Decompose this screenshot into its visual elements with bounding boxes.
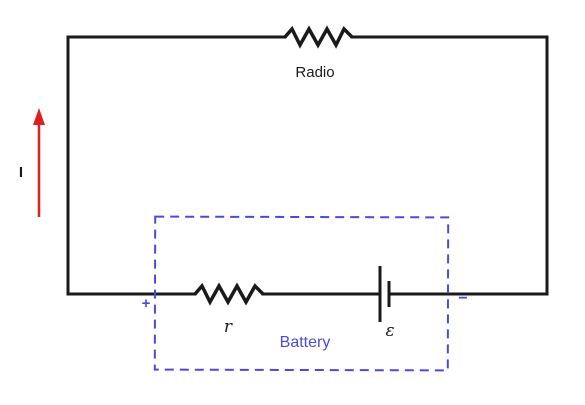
current-arrow-head [33, 108, 45, 125]
negative-terminal-sign: − [458, 290, 467, 307]
current-label: I [19, 164, 23, 181]
battery-boundary [153, 215, 450, 372]
emf-label: ε [385, 321, 394, 341]
positive-terminal-sign: + [142, 295, 151, 312]
radio-resistor [283, 25, 354, 49]
circuit-wires [66, 35, 549, 296]
radio-label: Radio [295, 64, 334, 81]
current-arrow [33, 108, 45, 217]
battery-label: Battery [280, 334, 331, 351]
internal-resistance-label: r [224, 317, 233, 337]
internal-resistor [193, 282, 265, 306]
emf-cell [378, 266, 391, 322]
